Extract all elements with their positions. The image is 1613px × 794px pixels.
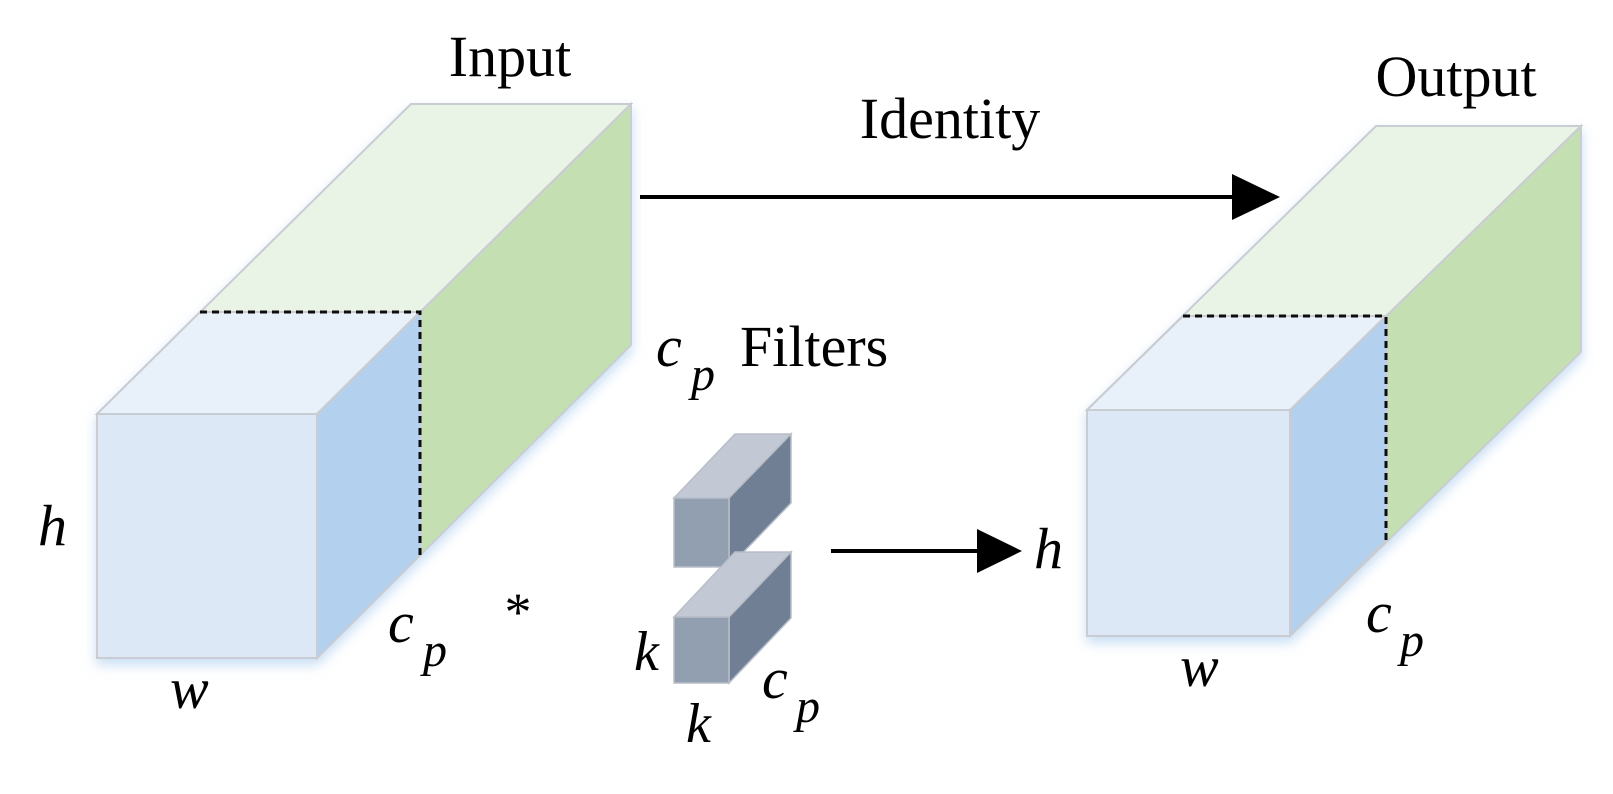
filters-c-label: c: [656, 314, 682, 379]
conv-arrow: [831, 529, 1022, 573]
filters-text-label: Filters: [740, 314, 888, 379]
filter-k-bottom-label: k: [686, 693, 712, 755]
filter-k-side-label: k: [634, 621, 660, 683]
filter-upper-front-face: [673, 497, 730, 568]
conv-operator: *: [505, 582, 532, 642]
input-w-label: w: [170, 656, 209, 721]
input-h-label: h: [38, 493, 67, 558]
identity-arrow-head: [1232, 174, 1280, 220]
filters-sub-label: p: [688, 348, 715, 401]
filter-lower: [672, 550, 793, 685]
output-front-face: [1086, 409, 1291, 637]
output-c-label: c: [1366, 580, 1392, 645]
input-label: Input: [449, 24, 571, 89]
input-tensor: [94, 101, 634, 661]
filter-c-sub-label: p: [793, 680, 820, 733]
conv-arrow-head: [977, 529, 1022, 573]
input-c-sub-label: p: [420, 624, 447, 677]
input-c-label: c: [388, 590, 414, 655]
output-partial-boundary: [1183, 314, 1388, 540]
output-tensor: [1084, 123, 1584, 639]
result-h-label: h: [1034, 516, 1063, 581]
output-label: Output: [1375, 44, 1536, 109]
filter-c-label: c: [762, 646, 788, 711]
input-partial-boundary: [200, 310, 422, 555]
identity-label: Identity: [860, 86, 1040, 151]
filter-upper: [672, 432, 793, 569]
identity-arrow: [640, 174, 1280, 220]
output-w-label: w: [1180, 634, 1219, 699]
output-c-sub-label: p: [1397, 614, 1424, 667]
filter-lower-front-face: [673, 616, 730, 684]
input-front-face: [96, 413, 318, 659]
